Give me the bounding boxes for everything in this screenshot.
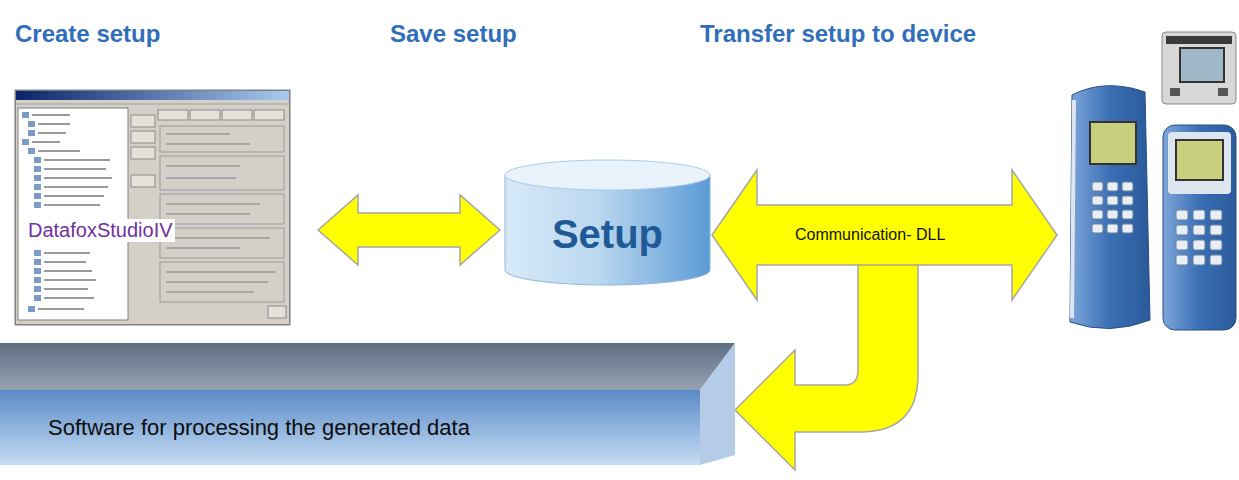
cylinder-top: [505, 160, 710, 190]
step-heading: Save setup: [390, 20, 517, 48]
arrow-label: Communication- DLL: [795, 226, 945, 244]
data-flow-arrow: [735, 250, 918, 470]
software-band: Software for processing the generated da…: [0, 343, 735, 465]
program-screenshot: [15, 90, 290, 325]
cylinder-body: [505, 175, 710, 285]
band-side-face: [700, 343, 735, 465]
node-text: DatafoxStudioIV: [26, 219, 175, 242]
double-block-arrow: [318, 195, 500, 265]
band-shape: [0, 343, 735, 465]
setup-database: Setup: [505, 160, 710, 285]
band-front-face: [0, 390, 700, 465]
program-window: DatafoxStudioIV: [15, 90, 290, 325]
step-heading: Create setup: [15, 20, 160, 48]
terminal-devices: [1070, 32, 1236, 330]
band-top-face: [0, 343, 735, 390]
node-text: Software for processing the generated da…: [0, 390, 470, 465]
communication-arrow: [712, 170, 1057, 300]
node-text: Setup: [552, 212, 663, 257]
step-heading: Transfer setup to device: [700, 20, 976, 48]
